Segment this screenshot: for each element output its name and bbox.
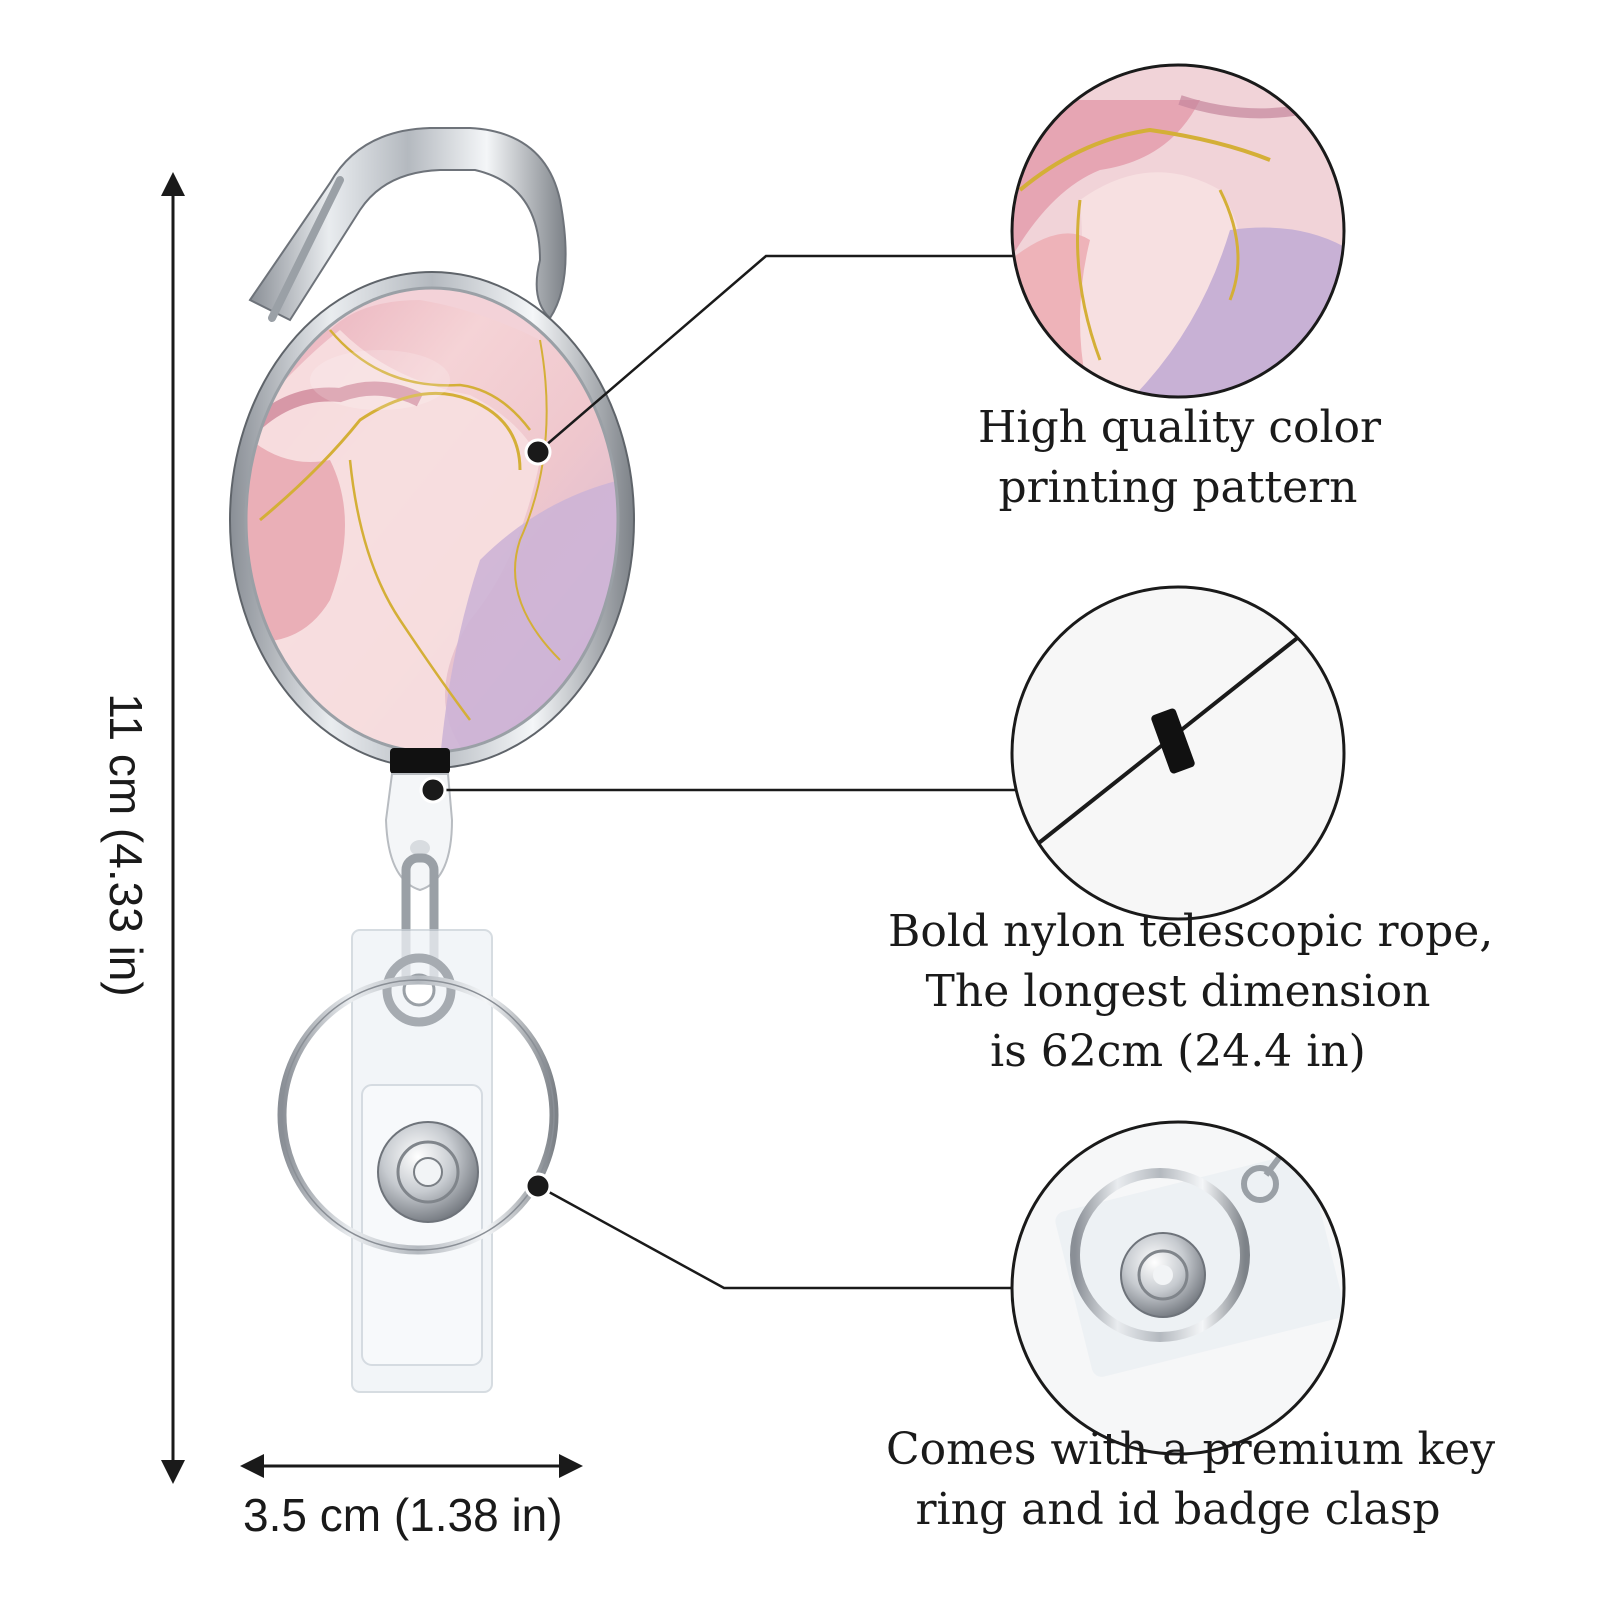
callout-rope-line: is 62cm (24.4 in) (990, 1026, 1366, 1077)
callout-leader-print (524, 254, 1016, 466)
badge-reel-body (229, 271, 635, 769)
detail-circle-clasp (1010, 1120, 1346, 1456)
width-dimension-label: 3.5 cm (1.38 in) (243, 1489, 563, 1541)
callout-leader-rope (419, 776, 1016, 804)
callout-rope-line: Bold nylon telescopic rope, (888, 906, 1494, 957)
callout-print-text: High quality color printing pattern (978, 398, 1382, 518)
callout-rope-line: The longest dimension (925, 966, 1431, 1017)
detail-circle-rope (1010, 585, 1346, 921)
badge-clip-assembly (277, 748, 559, 1393)
callout-clasp-line: ring and id badge clasp (915, 1484, 1441, 1535)
detail-circle-print-pattern (1010, 63, 1346, 399)
callout-print-line: High quality color (978, 402, 1382, 453)
callout-print-line: printing pattern (998, 462, 1358, 513)
width-dimension-arrow (240, 1454, 583, 1478)
callout-clasp-line: Comes with a premium key (886, 1424, 1496, 1475)
height-dimension-arrow (161, 172, 185, 1484)
callout-leader-clasp (524, 1172, 1016, 1290)
height-dimension-label: 11 cm (4.33 in) (100, 693, 152, 997)
carabiner-clip (248, 127, 567, 322)
callout-clasp-text: Comes with a premium key ring and id bad… (886, 1420, 1496, 1540)
callout-rope-text: Bold nylon telescopic rope, The longest … (888, 902, 1494, 1082)
